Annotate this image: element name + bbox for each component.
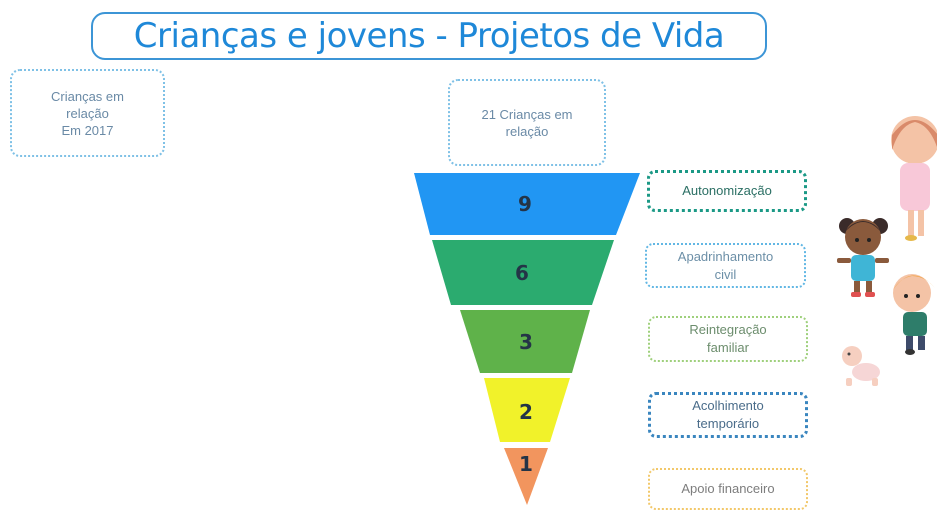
total-children-box: 21 Crianças em relação <box>448 79 606 166</box>
funnel-tier-5: 1 <box>504 448 548 505</box>
funnel-tier-5-value: 1 <box>519 452 533 476</box>
children-2017-line-2: relação <box>66 105 109 121</box>
page-title: Crianças e jovens - Projetos de Vida <box>133 16 725 56</box>
funnel-tier-3-value: 3 <box>519 330 533 354</box>
children-2017-line-3: Em 2017 <box>61 122 114 138</box>
funnel-tier-4-value: 2 <box>519 400 533 424</box>
label-apoio-financeiro: Apoio financeiro <box>648 468 808 510</box>
children-2017-line-1: Crianças em <box>51 88 124 104</box>
funnel-tier-1-value: 9 <box>518 192 532 216</box>
label-reintegracao-line-1: Reintegração <box>689 322 767 337</box>
funnel-tier-3: 3 <box>460 310 590 373</box>
funnel-tier-4: 2 <box>484 378 570 442</box>
funnel-tier-2: 6 <box>432 240 614 305</box>
label-apadrinhamento: Apadrinhamento civil <box>645 243 806 288</box>
title-banner: Crianças e jovens - Projetos de Vida <box>91 12 767 60</box>
total-children-line-2: relação <box>505 123 549 139</box>
funnel-tier-2-value: 6 <box>515 261 529 285</box>
label-apadrinhamento-line-2: civil <box>714 266 737 282</box>
label-apadrinhamento-line-1: Apadrinhamento <box>677 248 774 264</box>
funnel-tier-1: 9 <box>414 173 640 235</box>
label-apoio-financeiro-line-1: Apoio financeiro <box>681 481 775 496</box>
label-autonomizacao: Autonomização <box>647 170 807 212</box>
baby-crawling-illustration <box>842 346 880 386</box>
label-reintegracao: Reintegração familiar <box>648 316 808 362</box>
girl-with-pigtails-illustration <box>837 218 889 297</box>
girl-standing-illustration <box>891 116 937 241</box>
children-2017-box: Crianças em relação Em 2017 <box>10 69 165 157</box>
label-autonomizacao-line-1: Autonomização <box>682 183 772 198</box>
label-acolhimento-line-2: temporário <box>696 416 760 431</box>
label-acolhimento-line-1: Acolhimento <box>692 398 764 413</box>
label-reintegracao-line-2: familiar <box>707 340 749 355</box>
boy-running-illustration <box>893 274 935 355</box>
label-acolhimento: Acolhimento temporário <box>648 392 808 438</box>
total-children-line-1: 21 Crianças em <box>481 106 573 122</box>
